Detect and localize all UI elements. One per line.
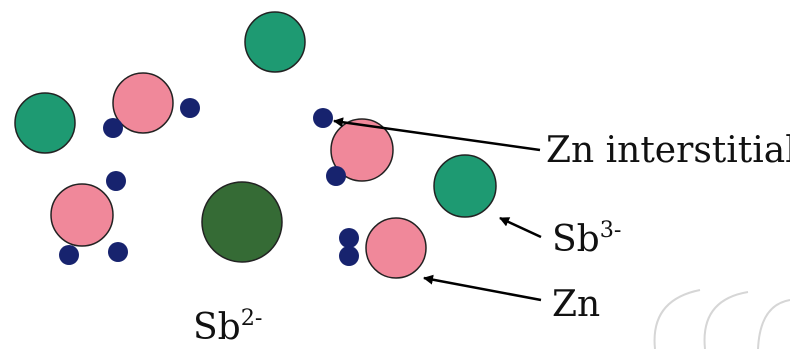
zn-interstitial-atom	[106, 171, 126, 191]
label-sb3-charge: 3-	[599, 217, 622, 244]
zn-interstitial-atom	[108, 242, 128, 262]
zn-interstitial-atom	[313, 108, 333, 128]
label-zn-interstitial-text: Zn interstitial	[546, 130, 790, 171]
zn-interstitial-atom	[339, 228, 359, 248]
sb2-atoms	[201, 181, 283, 263]
zn-interstitial-atom	[103, 118, 123, 138]
watermark-arc-3	[757, 299, 790, 350]
sb3-atoms	[14, 11, 497, 218]
arrow-sb3	[499, 216, 542, 239]
zn-atom	[330, 118, 394, 182]
label-sb2-charge: 2-	[240, 305, 263, 332]
label-sb3: Sb3-	[552, 219, 621, 260]
zn-interstitial-atom	[180, 98, 200, 118]
watermark-arc-1	[653, 289, 701, 350]
zn-interstitial-atom	[326, 166, 346, 186]
sb2-atom	[201, 181, 283, 263]
watermark-logo	[653, 289, 790, 350]
zn-interstitial-atoms	[59, 98, 359, 266]
arrow-zn	[423, 274, 542, 302]
zn-atom	[112, 72, 174, 134]
label-sb3-base: Sb	[552, 219, 600, 260]
zn-atom	[50, 183, 114, 247]
label-zn-interstitial: Zn interstitial	[546, 133, 790, 169]
sb3-atom	[244, 11, 306, 73]
annotation-arrows	[333, 117, 542, 302]
label-sb2: Sb2-	[193, 307, 262, 348]
sb3-atom	[433, 154, 497, 218]
watermark-arc-2	[703, 291, 749, 350]
zn-interstitial-atom	[59, 245, 79, 265]
label-zn-text: Zn	[552, 284, 601, 325]
label-zn: Zn	[552, 287, 600, 323]
sb3-atom	[14, 92, 76, 154]
zn-interstitial-atom	[339, 246, 359, 266]
zn-atoms	[50, 72, 427, 279]
arrow-zn-interstitial	[333, 117, 541, 152]
zn-atom	[365, 217, 427, 279]
label-sb2-base: Sb	[193, 307, 241, 348]
